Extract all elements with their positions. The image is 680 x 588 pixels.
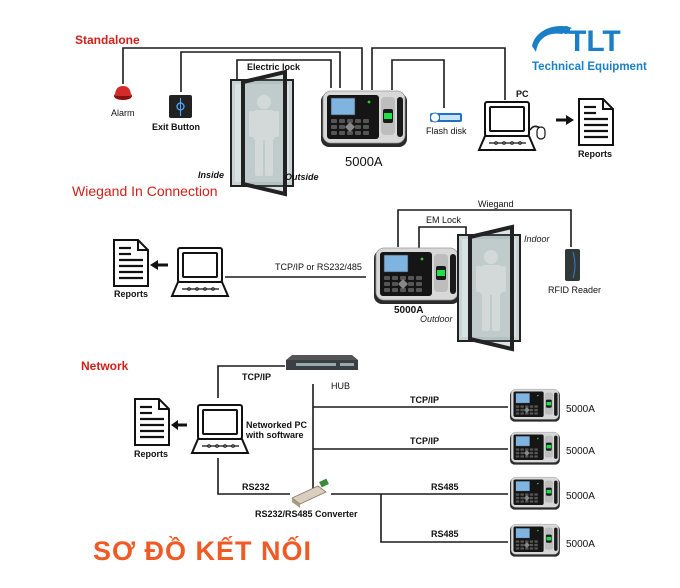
mouse-icon (529, 125, 546, 140)
logo-swoosh-icon (532, 26, 572, 52)
hub: HUB (286, 355, 358, 391)
networked-pc-label-line1: Networked PC (246, 420, 308, 430)
wiegand-door-icon (456, 225, 522, 351)
flash-disk: Flash disk (426, 112, 467, 136)
rfid-reader-label: RFID Reader (548, 285, 601, 295)
footer-title: SƠ ĐỒ KẾT NỐI (93, 534, 312, 566)
link-protocol-label: RS485 (431, 482, 459, 492)
rfid-reader: RFID Reader (548, 249, 601, 295)
arrow-right-icon (556, 115, 574, 125)
em-lock-wire (418, 226, 467, 248)
link-device-label: 5000A (566, 539, 595, 550)
converter-label: RS232/RS485 Converter (255, 509, 358, 519)
standalone-wires (122, 47, 506, 108)
tlt-logo: TLT Technical Equipment (532, 25, 647, 73)
logo-dot-icon (562, 26, 570, 34)
pc-laptop-icon (478, 101, 536, 151)
network-link-3: RS485 5000A (431, 476, 595, 510)
inside-label: Inside (198, 170, 224, 180)
network-device-icon (509, 523, 561, 557)
attendance-device-icon (320, 90, 408, 148)
link-device-label: 5000A (566, 446, 595, 457)
network-link-2: TCP/IP 5000A (410, 431, 595, 465)
networked-pc-laptop-icon (191, 404, 249, 454)
door-icon (229, 70, 295, 196)
wiegand-device-label: 5000A (394, 305, 423, 316)
network-arrow-left-icon (171, 420, 187, 430)
em-lock-label: EM Lock (426, 215, 462, 225)
standalone-title: Standalone (75, 33, 140, 47)
rs232-label: RS232 (242, 482, 270, 492)
network-link-1: TCP/IP 5000A (410, 388, 595, 422)
wiegand-device-icon (373, 247, 461, 305)
wiegand-link-label: TCP/IP or RS232/485 (275, 262, 362, 272)
arrow-left-icon (150, 260, 168, 270)
rs232-rs485-converter: RS232/RS485 Converter (255, 478, 358, 519)
wiegand-title: Wiegand In Connection (72, 183, 218, 199)
wiegand-wire (397, 209, 572, 247)
network-device-icon (509, 476, 561, 510)
exit-button: Exit Button (152, 95, 200, 132)
flash-disk-label: Flash disk (426, 126, 467, 136)
link-protocol-label: TCP/IP (410, 395, 439, 405)
wiegand-reports-icon (112, 238, 150, 288)
alarm: Alarm (111, 86, 135, 118)
converter-icon (291, 485, 327, 505)
networked-pc-label-line2: with software (245, 430, 304, 440)
outdoor-label: Outdoor (420, 314, 454, 324)
logo-tagline: Technical Equipment (532, 61, 647, 73)
link-device-label: 5000A (566, 404, 595, 415)
indoor-label: Indoor (524, 234, 551, 244)
reports-label: Reports (578, 149, 612, 159)
link-protocol-label: RS485 (431, 529, 459, 539)
hub-label: HUB (331, 381, 350, 391)
network-device-icon (509, 431, 561, 465)
wiegand-reports-label: Reports (114, 289, 148, 299)
wiegand-pc-laptop-icon (171, 247, 229, 297)
network-title: Network (81, 359, 129, 373)
network-device-icon (509, 388, 561, 422)
network-tcpip-label: TCP/IP (242, 372, 271, 382)
pc-label: PC (516, 89, 529, 99)
reports-icon (577, 97, 615, 147)
rfid-reader-icon (565, 249, 580, 281)
link-device-label: 5000A (566, 491, 595, 502)
alarm-label: Alarm (111, 108, 135, 118)
wiegand-label: Wiegand (478, 199, 514, 209)
outside-label: Outside (285, 172, 319, 182)
logo-brand: TLT (568, 25, 621, 58)
link-protocol-label: TCP/IP (410, 436, 439, 446)
network-link-4: RS485 5000A (431, 523, 595, 557)
network-reports-label: Reports (134, 449, 168, 459)
electric-lock-label: Electric lock (247, 62, 301, 72)
exit-button-label: Exit Button (152, 122, 200, 132)
network-reports-icon (133, 397, 171, 447)
network-wires (217, 365, 508, 543)
device-model-label: 5000A (345, 154, 383, 169)
